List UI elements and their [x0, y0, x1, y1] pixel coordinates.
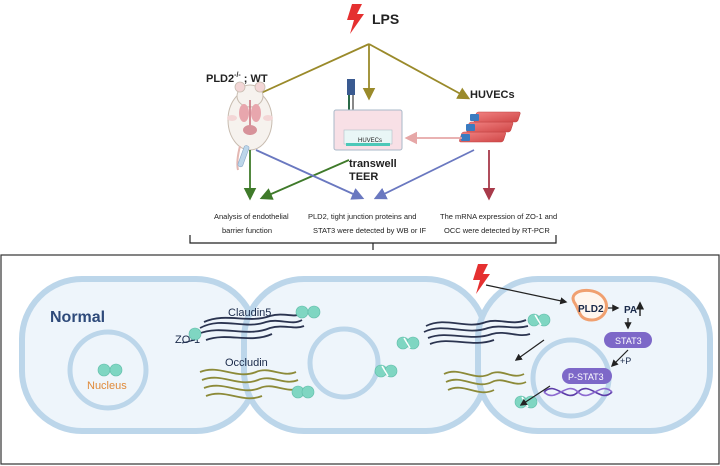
occludin-label: Occludin: [225, 357, 268, 369]
result-mid-line1: PLD2, tight junction proteins and: [308, 212, 416, 221]
transwell-inner-label: HUVECs: [358, 138, 382, 144]
nucleus-label: Nucleus: [87, 380, 127, 392]
stat3-to-pstat3-arrow: [610, 349, 629, 368]
result-arrows: [243, 149, 496, 201]
lps-to-pld2-arrow: [485, 284, 568, 305]
result-mid-line2: STAT3 were detected by WB or IF: [313, 226, 427, 235]
transwell-label: transwell: [349, 158, 397, 170]
stat3-pill: [604, 332, 652, 348]
occludin-strands-left: [199, 368, 301, 400]
nucleus-middle: [307, 326, 381, 400]
occludin-beads-left: [291, 385, 315, 399]
normal-label: Normal: [50, 309, 105, 326]
plus-p-label: +P: [620, 356, 631, 366]
result-left-line1: Analysis of endothelial: [214, 212, 289, 221]
stat3-label: STAT3: [615, 336, 642, 346]
claudin5-strands-right: [423, 319, 531, 345]
dna-helix-icon: [543, 387, 613, 397]
lps-arrows: [247, 43, 471, 101]
mouse-icon: [227, 81, 273, 171]
zo1-pointer: [181, 339, 196, 344]
huvecs-label: HUVECs: [470, 89, 515, 101]
result-left-line2: barrier function: [222, 226, 272, 235]
nucleus-to-zo1-arrow: [519, 385, 551, 406]
lps-lightning-icon: [347, 4, 364, 34]
claudin5-strands-left: [197, 313, 305, 341]
pld2-label: PLD2: [578, 304, 604, 315]
pa-label: PA: [624, 305, 637, 316]
results-bracket: [189, 235, 557, 250]
pld2-icon: [571, 288, 608, 322]
result-right-line1: The mRNA expression of ZO-1 and: [440, 212, 557, 221]
nucleus-to-junction-arrow: [514, 339, 545, 361]
teer-label: TEER: [349, 171, 378, 183]
occludin-strands-right: [443, 370, 527, 394]
culture-flasks-icon: [459, 111, 521, 143]
claudin5-label: Claudin5: [228, 307, 271, 319]
lps-lightning-panel-icon: [473, 264, 490, 294]
result-right-line2: OCC were detected by RT-PCR: [444, 226, 550, 235]
zo1-beads-left: [97, 305, 321, 377]
pstat3-label: P-STAT3: [568, 372, 604, 382]
transwell-icon: [333, 79, 403, 151]
lps-label: LPS: [372, 11, 399, 27]
pstat3-pill: [562, 368, 612, 384]
